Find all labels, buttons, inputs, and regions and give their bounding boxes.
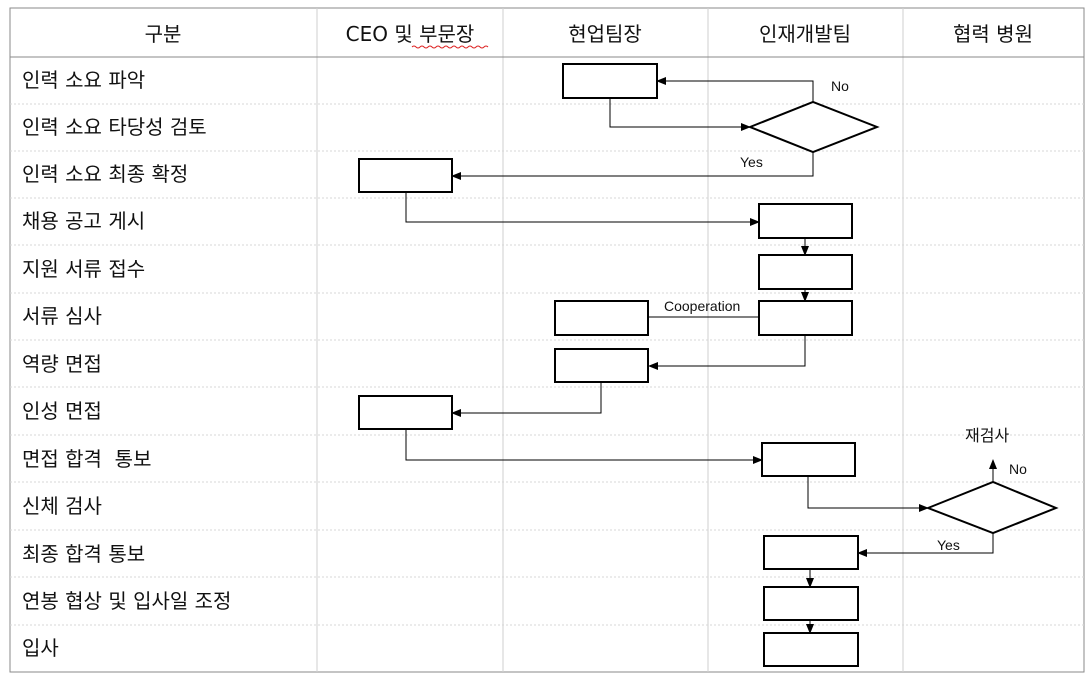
spellcheck-underline [411,45,489,49]
connector-screening-to-competency [648,335,806,370]
box-hr-screening [758,300,853,336]
label-yes: Yes [740,154,763,170]
box-team-screening [554,300,649,336]
diamond-medical-check [925,480,1059,535]
box-job-posting [758,203,853,239]
row-label: 서류 심사 [22,304,102,328]
process-boxes [358,63,859,667]
row-label: 최종 합격 통보 [22,542,145,566]
label-cooperation: Cooperation [664,298,740,314]
row-label: 인성 면접 [22,399,102,423]
flow-labels: No Yes Cooperation 재검사 No Yes [664,78,1027,553]
connector-competency-to-personality [451,382,602,417]
diamond-validity-review [747,100,880,154]
header-ceo: CEO 및 부문장 [346,22,475,46]
box-final-pass-notice [763,535,859,570]
box-competency-interview [554,348,649,383]
row-label: 지원 서류 접수 [22,257,145,281]
row-label: 역량 면접 [22,352,102,376]
connector-no-to-assess [656,77,814,102]
row-label: 신체 검사 [22,494,102,518]
box-application-receipt [758,254,853,290]
connector-confirm-to-posting [405,192,760,226]
header-category: 구분 [145,22,182,46]
column-headers: 구분 CEO 및 부문장 현업팀장 인재개발팀 협력 병원 [145,22,1033,49]
row-label: 채용 공고 게시 [22,209,145,233]
header-partner-hospital: 협력 병원 [953,22,1033,46]
header-team-lead: 현업팀장 [568,22,642,46]
box-demand-assessment [562,63,658,99]
row-label: 연봉 협상 및 입사일 조정 [22,589,231,613]
connector-assess-to-review [609,98,751,131]
row-label: 인력 소요 파악 [22,68,145,92]
connector-yes-to-confirm [451,152,814,180]
row-label: 면접 합격 통보 [22,447,151,471]
box-personality-interview [358,395,453,430]
decision-diamonds [747,100,1059,535]
label-yes: Yes [937,537,960,553]
connector-medical-yes-final [857,533,994,557]
box-onboarding [763,632,859,667]
box-demand-confirmation [358,158,453,193]
label-no: No [831,78,849,94]
row-label: 인력 소요 최종 확정 [22,162,188,186]
header-hrd-team: 인재개발팀 [759,22,851,46]
connector-personality-to-notice [405,429,763,464]
table-grid [9,7,1085,673]
label-recheck: 재검사 [965,426,1009,445]
row-label: 입사 [22,636,59,660]
box-salary-negotiation [763,586,859,621]
connector-notice-to-medical [807,476,929,512]
label-no: No [1009,461,1027,477]
box-interview-pass-notice [761,442,856,477]
row-label: 인력 소요 타당성 검토 [22,115,207,139]
flow-connectors [405,77,997,634]
row-labels: 인력 소요 파악 인력 소요 타당성 검토 인력 소요 최종 확정 채용 공고 … [22,68,231,660]
